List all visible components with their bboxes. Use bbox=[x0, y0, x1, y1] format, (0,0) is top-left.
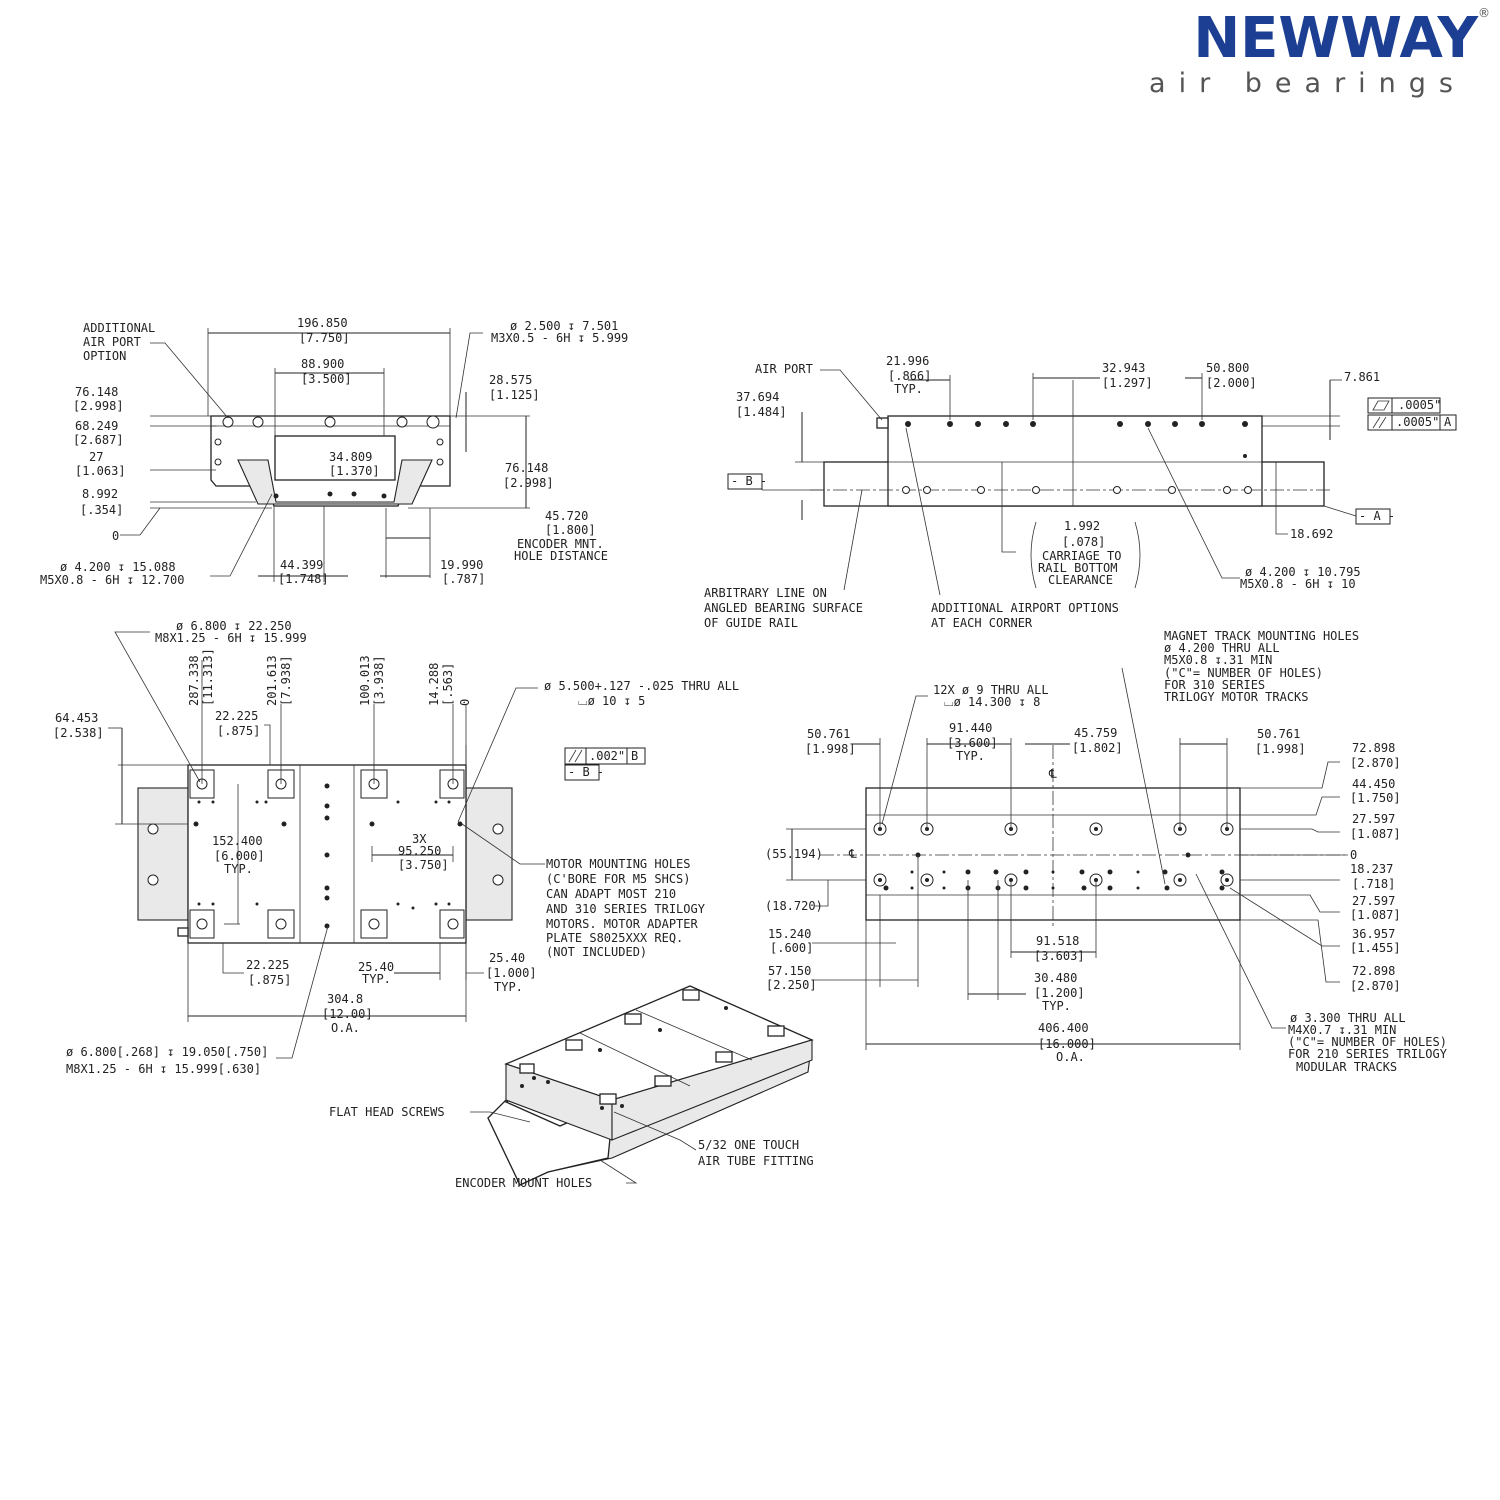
motor-mounting-holes-label: MOTOR MOUNTING HOLES (C'BORE FOR M5 SHCS… bbox=[546, 857, 712, 959]
newway-logo: NEWWAY ® air bearings bbox=[1110, 6, 1490, 106]
dim-68249: 68.249[2.687] bbox=[73, 419, 124, 447]
dim-7861: 7.861 bbox=[1344, 370, 1380, 384]
rail-view: ℄ ℄ MAGNET TRACK MOUNTING HOLES ø 4.200 … bbox=[765, 629, 1454, 1074]
magnet-holes-label: MAGNET TRACK MOUNTING HOLES ø 4.200 THRU… bbox=[1164, 629, 1366, 704]
parallelism-frame-a: .0005" A bbox=[1367, 414, 1457, 431]
air-port-stub bbox=[876, 417, 889, 429]
dim-19990: 19.990[.787] bbox=[440, 558, 485, 586]
dim-18692: 18.692 bbox=[1290, 527, 1333, 541]
tol-parallel-ref: A bbox=[1444, 415, 1452, 429]
end-view: ADDITIONAL AIR PORT OPTION 196.850[7.750… bbox=[40, 316, 628, 587]
thru-hole-callout: ø 5.500+.127 -.025 THRU ALL⌴ø 10 ↧ 5 bbox=[544, 679, 739, 708]
dim-50761-left: 50.761[1.998] bbox=[805, 727, 856, 756]
dim-14288: 14.288 bbox=[427, 663, 441, 706]
dim-37694: 37.694[1.484] bbox=[736, 390, 787, 419]
dim-18720: (18.720) bbox=[765, 899, 823, 913]
tol-par-b-ref: B bbox=[631, 749, 638, 763]
dim-287338: 287.338 bbox=[187, 655, 201, 706]
datum-b-side: - B - bbox=[731, 474, 767, 488]
dim-88900: 88.900[3.500] bbox=[301, 357, 352, 386]
rail-right-stub bbox=[465, 787, 513, 921]
dim-8992: 8.992[.354] bbox=[80, 487, 123, 517]
logo-wordmark: NEWWAY bbox=[1193, 6, 1478, 71]
additional-air-port-label: ADDITIONAL AIR PORT OPTION bbox=[83, 321, 162, 363]
dim-76148-right: 76.148[2.998] bbox=[503, 461, 554, 490]
dim-32943: 32.943[1.297] bbox=[1102, 361, 1153, 390]
dim-50761-right: 50.761[1.998] bbox=[1255, 727, 1306, 756]
dim-45759: 45.759[1.802] bbox=[1072, 726, 1123, 755]
dim-22225-top: 22.225[.875] bbox=[215, 709, 260, 738]
dim-zero: 0 bbox=[112, 529, 119, 543]
clearance-label: 1.992 [.078] CARRIAGE TO RAIL BOTTOM CLE… bbox=[1038, 519, 1129, 587]
tol-flatness-value: .0005" bbox=[1398, 398, 1441, 412]
dim-3938: [3.938] bbox=[372, 655, 386, 706]
flat-head-label: FLAT HEAD SCREWS bbox=[329, 1105, 445, 1119]
registered-mark: ® bbox=[1478, 6, 1490, 20]
encoder-holes-label: ENCODER MOUNT HOLES bbox=[455, 1176, 592, 1190]
dim-30480: 30.480[1.200]TYP. bbox=[1034, 971, 1085, 1013]
dim-563: [.563] bbox=[441, 663, 455, 706]
dim-15240: 15.240[.600] bbox=[768, 927, 813, 955]
centerline-left: ℄ bbox=[848, 847, 857, 861]
dim-64453: 64.453[2.538] bbox=[53, 711, 104, 740]
dim-22225-bottom: 22.225[.875] bbox=[246, 958, 291, 987]
dim-76148-left: 76.148[2.998] bbox=[73, 385, 124, 413]
dim-34809: 34.809[1.370] bbox=[329, 450, 380, 478]
rail-left-stub bbox=[137, 787, 189, 921]
dim-3048: 304.8[12.00]O.A. bbox=[322, 992, 373, 1035]
parallelism-frame-b: .002" B bbox=[564, 747, 646, 765]
dim-196850: 196.850[7.750] bbox=[297, 316, 350, 345]
dim-11313: [11.313] bbox=[201, 648, 215, 706]
flatness-frame: .0005" bbox=[1367, 397, 1441, 414]
dim-91440: 91.440[3.600]TYP. bbox=[947, 721, 998, 763]
dim-zero-top: 0 bbox=[458, 699, 472, 706]
dim-100013: 100.013 bbox=[358, 655, 372, 706]
dim-27: 27[1.063] bbox=[75, 450, 126, 478]
dim-406400: 406.400[16.000]O.A. bbox=[1038, 1021, 1096, 1064]
air-port-label: AIR PORT bbox=[755, 362, 813, 376]
dim-152400: 152.400[6.000]TYP. bbox=[212, 834, 265, 876]
dim-91518: 91.518[3.603] bbox=[1034, 934, 1085, 963]
carriage-side bbox=[887, 415, 1263, 507]
airport-options-label: ADDITIONAL AIRPORT OPTIONS AT EACH CORNE… bbox=[931, 601, 1126, 630]
guide-rail-section bbox=[237, 459, 433, 505]
side-view: .0005" .0005" A - B - - A - AIR PORT 21.… bbox=[704, 354, 1457, 630]
encoder-distance-label: 45.720 [1.800] ENCODER MNT. HOLE DISTANC… bbox=[514, 509, 611, 563]
dim-44399: 44.399[1.748] bbox=[278, 558, 329, 586]
dim-55194: (55.194) bbox=[765, 847, 823, 861]
logo-tagline: air bearings bbox=[1149, 68, 1466, 99]
dim-28575: 28.575[1.125] bbox=[489, 373, 540, 402]
hole-m8-bottom-callout: ø 6.800[.268] ↧ 19.050[.750]M8X1.25 - 6H… bbox=[66, 1045, 268, 1076]
hole-m4-callout: ø 3.300 THRU ALL M4X0.7 ↧.31 MIN ("C"= N… bbox=[1288, 1011, 1454, 1074]
dim-2540-right: 25.40[1.000]TYP. bbox=[486, 951, 537, 994]
dim-57150: 57.150[2.250] bbox=[766, 964, 817, 992]
datum-b-top: - B - bbox=[568, 765, 604, 779]
tol-parallel-value: .0005" bbox=[1396, 415, 1439, 429]
dim-50800: 50.800[2.000] bbox=[1206, 361, 1257, 390]
tol-par-b-value: .002" bbox=[589, 749, 625, 763]
thru-12x-callout: 12X ø 9 THRU ALL⌴ø 14.300 ↧ 8 bbox=[933, 683, 1049, 709]
arbitrary-line-label: ARBITRARY LINE ON ANGLED BEARING SURFACE… bbox=[704, 586, 870, 630]
encoder-pocket bbox=[274, 435, 396, 481]
dim-201613: 201.613 bbox=[265, 655, 279, 706]
datum-a: - A - bbox=[1359, 509, 1395, 523]
dim-21996: 21.996[.866]TYP. bbox=[886, 354, 931, 396]
centerline-top: ℄ bbox=[1048, 767, 1057, 781]
dim-7938: [7.938] bbox=[279, 655, 293, 706]
rail-right-dims: 72.898 [2.870] 44.450 [1.750] 27.597 [1.… bbox=[1350, 741, 1408, 993]
